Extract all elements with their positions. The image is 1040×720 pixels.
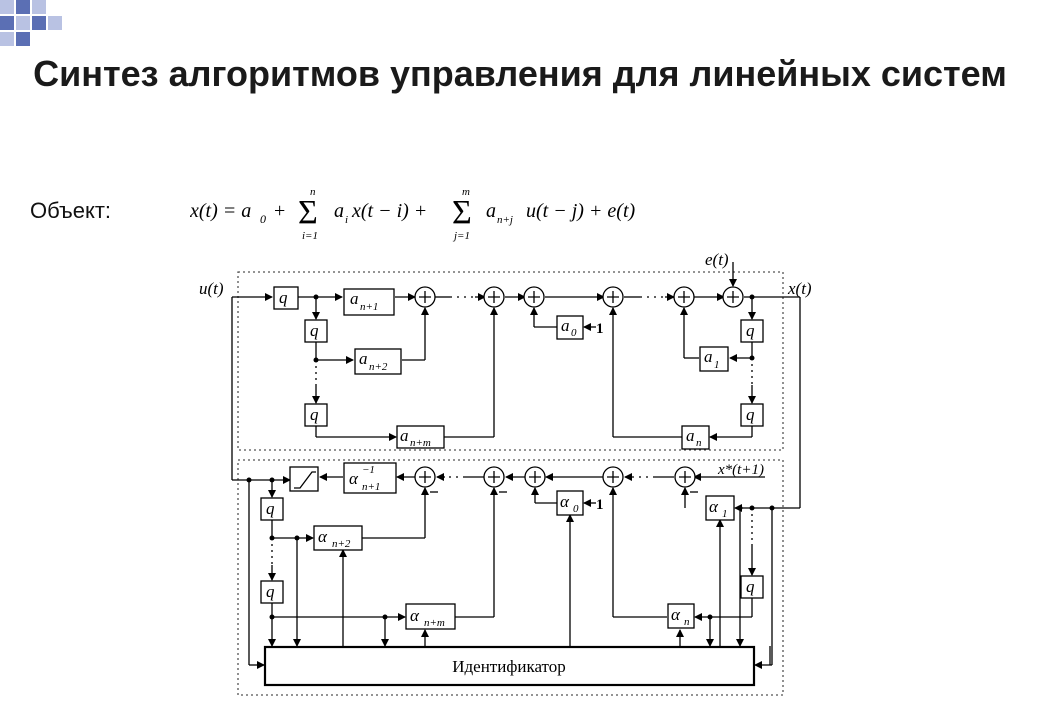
svg-text:n+m: n+m	[410, 437, 431, 449]
term2-sub: n+j	[497, 214, 513, 226]
svg-text:a: a	[561, 316, 570, 335]
delay-block	[260, 580, 284, 604]
svg-text:q: q	[310, 321, 319, 340]
formula-lhs-sub: 0	[260, 212, 266, 226]
coef-block-a-1	[699, 346, 729, 372]
saturation-icon	[294, 471, 316, 489]
slide-title: Синтез алгоритмов управления для линейны…	[33, 53, 1007, 94]
coef-block-alpha-nm	[405, 603, 456, 630]
svg-text:α: α	[560, 492, 570, 511]
svg-text:n+1: n+1	[362, 481, 380, 493]
coef-block-a-0	[556, 315, 584, 340]
svg-text:α: α	[349, 469, 359, 488]
sum2-bottom: j=1	[452, 230, 470, 242]
svg-text:0: 0	[571, 327, 577, 339]
svg-text:a: a	[686, 426, 695, 445]
svg-text:n+1: n+1	[360, 301, 378, 313]
coef-block-alpha-n2	[313, 525, 363, 551]
control-block-diagram: q q q q q q q q a n+1 a n+2 a n+m a 0 a …	[199, 250, 812, 696]
formula-plus: +	[274, 200, 285, 222]
term1: a	[334, 200, 344, 222]
svg-text:n: n	[684, 616, 690, 628]
identifier-block	[263, 645, 756, 687]
delay-block	[304, 403, 328, 427]
delay-block	[273, 286, 299, 310]
delay-block	[304, 319, 328, 343]
object-frame	[237, 271, 784, 451]
svg-text:α: α	[709, 497, 719, 516]
svg-text:n+2: n+2	[369, 361, 388, 373]
svg-text:1: 1	[722, 508, 728, 520]
object-label: Объект:	[30, 198, 112, 223]
corner-decoration	[0, 0, 80, 60]
svg-text:n: n	[696, 437, 702, 449]
coef-block-alpha-n	[667, 603, 695, 629]
svg-text:0: 0	[573, 503, 579, 515]
coef-block-a-n	[681, 425, 710, 450]
svg-text:q: q	[266, 582, 275, 601]
sum2-sigma: Σ	[452, 194, 472, 231]
delay-block	[260, 497, 284, 521]
sum2-top: m	[462, 186, 470, 198]
sum1-top: n	[310, 186, 316, 198]
coef-block-alpha-1	[705, 495, 735, 521]
svg-text:q: q	[279, 288, 288, 307]
identifier-label: Идентификатор	[452, 657, 566, 676]
svg-text:α: α	[318, 527, 328, 546]
svg-text:−1: −1	[362, 464, 375, 476]
delay-block	[740, 403, 764, 427]
svg-text:a: a	[359, 349, 368, 368]
delay-block	[740, 319, 764, 343]
sum1-sigma: Σ	[298, 194, 318, 231]
signal-reference: x*(t+1)	[717, 462, 764, 478]
coef-block-a-n1	[343, 288, 395, 316]
term1-sub: i	[345, 214, 348, 226]
term2: a	[486, 200, 496, 222]
constant-one: 1	[596, 321, 604, 337]
term1-rest: x(t − i) +	[351, 200, 427, 222]
svg-text:α: α	[671, 605, 681, 624]
svg-text:a: a	[400, 426, 409, 445]
svg-text:a: a	[704, 347, 713, 366]
sum1-bottom: i=1	[302, 230, 318, 242]
signal-output: x(t)	[787, 279, 812, 298]
saturation-block	[289, 466, 319, 492]
svg-text:n+2: n+2	[332, 538, 351, 550]
svg-text:a: a	[350, 289, 359, 308]
signal-input: u(t)	[199, 279, 224, 298]
svg-text:n+m: n+m	[424, 617, 445, 629]
formula-lhs: x(t) = a	[190, 200, 251, 222]
term2-rest: u(t − j) + e(t)	[526, 200, 636, 222]
svg-text:q: q	[310, 405, 319, 424]
signal-noise: e(t)	[705, 250, 729, 269]
svg-text:q: q	[746, 577, 755, 596]
svg-text:q: q	[266, 499, 275, 518]
object-formula: x(t) = a 0 + Σ n i=1 a i x(t − i) + Σ m …	[190, 186, 636, 242]
constant-one: 1	[596, 497, 604, 513]
svg-text:q: q	[746, 405, 755, 424]
svg-text:q: q	[746, 321, 755, 340]
svg-text:α: α	[410, 606, 420, 625]
coef-block-a-nm	[396, 425, 445, 449]
coef-block-alpha-n1-inv	[343, 462, 397, 494]
svg-text:1: 1	[714, 359, 720, 371]
coef-block-alpha-0	[556, 490, 584, 516]
coef-block-a-n2	[354, 348, 402, 375]
delay-block	[740, 575, 764, 599]
